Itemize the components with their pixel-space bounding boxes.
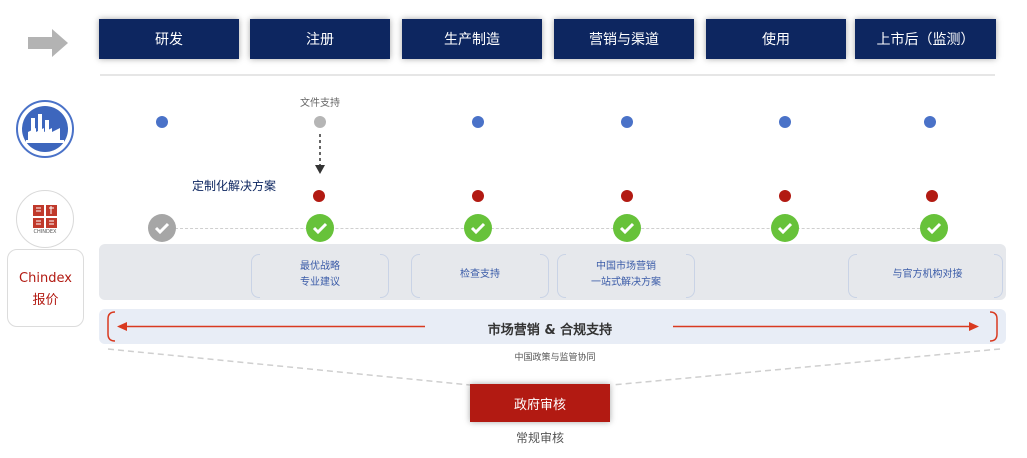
dashed-arrow-down bbox=[315, 134, 325, 174]
service-line: 一站式解决方案 bbox=[591, 277, 661, 288]
stage-marketing-channels: 营销与渠道 bbox=[554, 19, 694, 59]
factory-icon bbox=[16, 100, 74, 158]
stage-rd: 研发 bbox=[99, 19, 239, 59]
stage-manufacturing: 生产制造 bbox=[402, 19, 542, 59]
chindex-dot-post-market bbox=[926, 190, 938, 202]
company-dot-rd bbox=[156, 116, 168, 128]
chindex-logo-text: CHINDEX bbox=[33, 229, 57, 235]
bracket-left bbox=[557, 254, 566, 298]
company-dot-registration bbox=[314, 116, 326, 128]
bracket-right bbox=[540, 254, 549, 298]
bracket-left bbox=[848, 254, 857, 298]
routine-review-label: 常规审核 bbox=[515, 431, 564, 445]
company-dot-post-market bbox=[924, 116, 936, 128]
service-line: 最优战略 bbox=[300, 261, 340, 272]
check-icon-marketing bbox=[613, 214, 641, 242]
check-icon-usage bbox=[771, 214, 799, 242]
header-divider bbox=[100, 74, 995, 76]
bracket-right bbox=[994, 254, 1003, 298]
chindex-dot-manufacturing bbox=[472, 190, 484, 202]
marketing-compliance-label: 市场营销 & 合规支持 bbox=[487, 323, 613, 338]
service-line: 专业建议 bbox=[300, 277, 340, 288]
check-icon-rd bbox=[148, 214, 176, 242]
check-icon-registration bbox=[306, 214, 334, 242]
check-icon-manufacturing bbox=[464, 214, 492, 242]
chindex-dot-usage bbox=[779, 190, 791, 202]
company-dot-marketing bbox=[621, 116, 633, 128]
service-line: 与官方机构对接 bbox=[892, 269, 963, 280]
service-line: 中国市场营销 bbox=[596, 261, 656, 272]
service-official-liaison: 与官方机构对接 bbox=[856, 254, 999, 296]
service-marketing-solution: 中国市场营销 一站式解决方案 bbox=[565, 254, 687, 296]
check-connector-line bbox=[170, 228, 940, 229]
stage-post-market: 上市后（监测） bbox=[855, 19, 996, 59]
service-line: 检查支持 bbox=[460, 269, 500, 280]
chindex-quote-box bbox=[7, 249, 84, 327]
funnel-lines bbox=[107, 348, 1001, 386]
chindex-logo: CHINDEX bbox=[16, 190, 74, 248]
custom-solution-label: 定制化解决方案 bbox=[192, 179, 277, 193]
bracket-right bbox=[686, 254, 695, 298]
arrow-right-icon bbox=[28, 29, 68, 57]
stage-registration: 注册 bbox=[250, 19, 390, 59]
file-support-label: 文件支持 bbox=[300, 98, 340, 109]
company-dot-usage bbox=[779, 116, 791, 128]
chindex-quote-label: Chindex 报价 bbox=[19, 271, 72, 308]
bracket-right bbox=[380, 254, 389, 298]
service-inspection: 检查支持 bbox=[419, 254, 541, 296]
marketing-arrows bbox=[107, 311, 998, 342]
chindex-dot-marketing bbox=[621, 190, 633, 202]
check-icon-post-market bbox=[920, 214, 948, 242]
service-strategy: 最优战略 专业建议 bbox=[259, 254, 381, 296]
company-dot-manufacturing bbox=[472, 116, 484, 128]
gov-coordination-label: 中国政策与监管协同 bbox=[514, 353, 596, 363]
stage-usage: 使用 bbox=[706, 19, 846, 59]
bracket-left bbox=[251, 254, 260, 298]
bracket-left bbox=[411, 254, 420, 298]
gov-review-box: 政府审核 bbox=[470, 384, 610, 422]
chindex-dot-registration bbox=[313, 190, 325, 202]
